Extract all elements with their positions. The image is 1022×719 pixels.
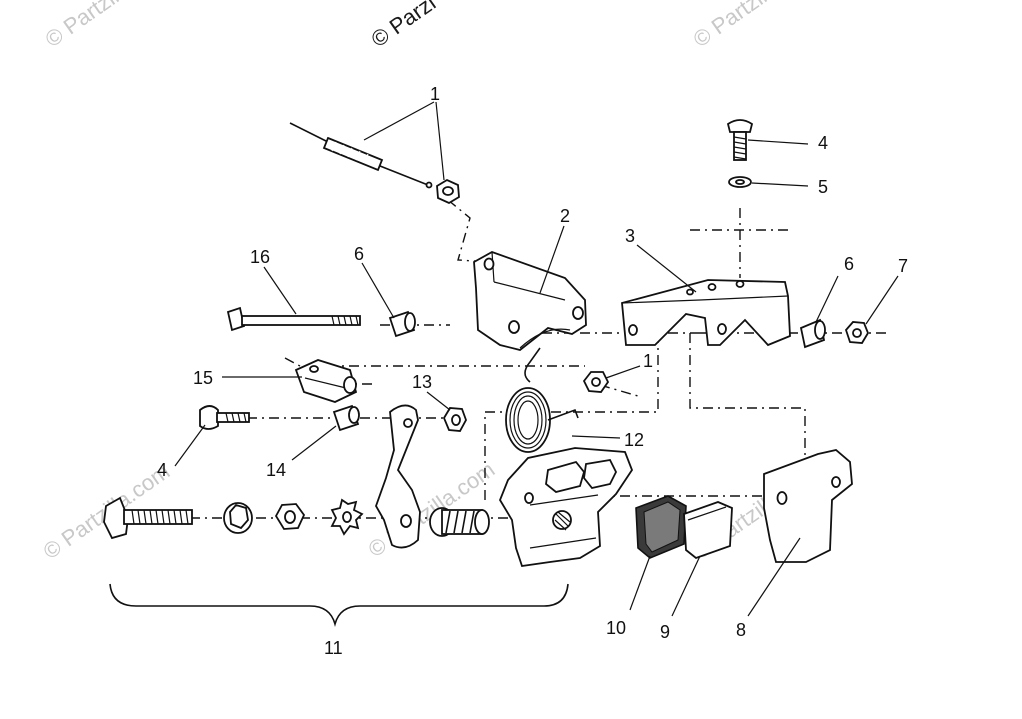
bracket-part-2 bbox=[473, 251, 587, 351]
spacer-part-14 bbox=[332, 404, 360, 432]
callout-2: 2 bbox=[560, 206, 570, 226]
hex-nut bbox=[274, 503, 306, 530]
callout-7: 7 bbox=[898, 256, 908, 276]
clamp-part-15 bbox=[294, 359, 358, 403]
callout-14: 14 bbox=[266, 460, 286, 480]
callout-6-left: 6 bbox=[354, 244, 364, 264]
callout-5: 5 bbox=[818, 177, 828, 197]
callout-16: 16 bbox=[250, 247, 270, 267]
callout-10: 10 bbox=[606, 618, 626, 638]
leader-lines bbox=[174, 101, 899, 617]
screw-part-4-left bbox=[199, 405, 250, 430]
callout-1-top: 1 bbox=[430, 84, 440, 104]
callout-6-right: 6 bbox=[844, 254, 854, 274]
callout-4-left: 4 bbox=[157, 460, 167, 480]
nut-part-7 bbox=[844, 321, 870, 344]
bolt-bottom bbox=[103, 496, 193, 540]
callout-13: 13 bbox=[412, 372, 432, 392]
callout-15: 15 bbox=[193, 368, 213, 388]
star-washer bbox=[330, 498, 364, 536]
screw-part-4-top bbox=[726, 119, 754, 161]
group-11-brace bbox=[109, 583, 569, 627]
threaded-adjuster bbox=[429, 507, 490, 537]
brake-pad-part-10 bbox=[635, 495, 687, 559]
callout-labels: 1 2 3 4 5 6 7 16 6 1 15 13 12 4 14 10 9 … bbox=[157, 84, 908, 658]
callout-8: 8 bbox=[736, 620, 746, 640]
callout-1-right: 1 bbox=[643, 351, 653, 371]
spring-part-12 bbox=[505, 347, 579, 453]
watermark-top-center: © Parzi bbox=[367, 0, 441, 52]
callout-9: 9 bbox=[660, 622, 670, 642]
callout-4-top: 4 bbox=[818, 133, 828, 153]
lock-washer-part-5 bbox=[728, 176, 752, 188]
watermark-top-left: © Partzilla.com bbox=[41, 0, 177, 52]
backing-plate-part-9 bbox=[683, 501, 733, 560]
watermark-top-right: © Partzilla.com bbox=[689, 0, 825, 52]
outer-plate-part-8 bbox=[763, 449, 853, 563]
nut-part-1-right bbox=[582, 371, 610, 393]
caliper-body bbox=[498, 447, 634, 567]
flange-nut bbox=[223, 502, 253, 534]
callout-11: 11 bbox=[324, 638, 343, 658]
bolt-part-16 bbox=[226, 306, 361, 332]
throttle-cable bbox=[289, 122, 433, 189]
callout-12: 12 bbox=[624, 430, 644, 450]
bracket-part-3 bbox=[621, 279, 791, 347]
callout-3: 3 bbox=[625, 226, 635, 246]
cable-nut-top bbox=[436, 178, 460, 205]
lever-arm bbox=[375, 404, 421, 549]
spacer-part-6-left bbox=[388, 310, 416, 338]
spacer-part-6-right bbox=[799, 318, 826, 349]
nut-part-13 bbox=[442, 407, 467, 432]
